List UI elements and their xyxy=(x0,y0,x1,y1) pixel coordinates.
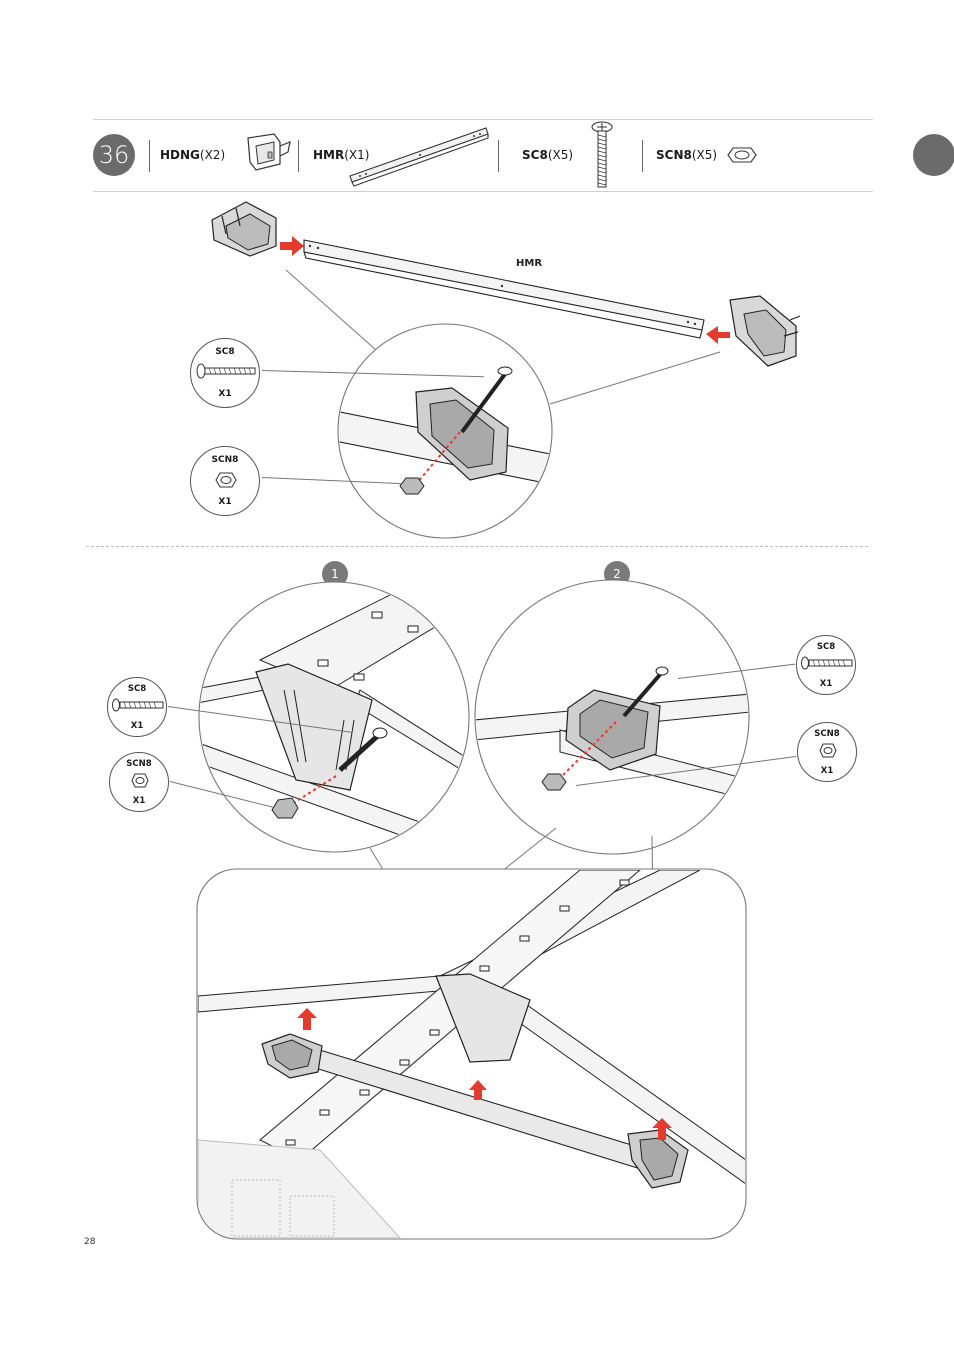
red-arrow-icon xyxy=(706,326,730,344)
callout-name: SC8 xyxy=(127,684,147,694)
callout-sc8: SC8 X1 xyxy=(107,677,167,737)
part-code: HDNG xyxy=(160,148,200,162)
callout-scn8: SCN8 X1 xyxy=(109,752,169,812)
screw-icon xyxy=(591,121,613,188)
page-number: 28 xyxy=(84,1237,96,1247)
red-arrow-icon xyxy=(297,1008,317,1030)
screw-icon xyxy=(112,698,164,712)
callout-qty: X1 xyxy=(132,796,146,806)
bracket-icon xyxy=(247,133,291,171)
callout-scn8: SCN8 X1 xyxy=(190,446,260,516)
callout-qty: X1 xyxy=(130,721,144,731)
callout-qty: X1 xyxy=(218,389,232,399)
nut-icon xyxy=(727,147,757,163)
part-hdng-label: HDNG(X2) xyxy=(160,148,225,162)
section-divider xyxy=(86,546,868,547)
bracket-icon xyxy=(211,201,277,257)
part-qty: (X5) xyxy=(547,148,574,162)
callout-sc8: SC8 X1 xyxy=(190,338,260,408)
nut-icon xyxy=(819,743,837,758)
part-code: SCN8 xyxy=(656,148,692,162)
header-separator xyxy=(498,140,499,172)
part-code: SC8 xyxy=(522,148,548,162)
header-separator xyxy=(149,140,150,172)
header-top-rule xyxy=(93,119,873,120)
callout-name: SCN8 xyxy=(126,759,152,769)
part-qty: (X2) xyxy=(199,148,226,162)
callout-qty: X1 xyxy=(819,679,833,689)
beam-icon xyxy=(349,127,489,187)
callout-qty: X1 xyxy=(218,497,232,507)
screw-icon xyxy=(196,363,256,379)
beam-icon xyxy=(303,239,705,339)
red-arrow-icon xyxy=(469,1080,487,1100)
beam-label: HMR xyxy=(516,258,542,269)
callout-scn8: SCN8 X1 xyxy=(797,722,857,782)
step-number-badge: 36 xyxy=(93,134,135,176)
bracket-icon xyxy=(261,1033,323,1079)
callout-name: SC8 xyxy=(816,642,836,652)
part-code: HMR xyxy=(313,148,345,162)
callout-name: SC8 xyxy=(215,347,235,357)
nut-icon xyxy=(215,472,237,488)
nut-icon xyxy=(399,477,425,495)
header-bottom-rule xyxy=(93,191,873,192)
part-scn8-label: SCN8(X5) xyxy=(656,148,717,162)
next-step-badge-partial xyxy=(913,134,954,176)
part-sc8-label: SC8(X5) xyxy=(522,148,573,162)
bracket-icon xyxy=(627,1129,689,1189)
callout-name: SCN8 xyxy=(814,729,840,739)
red-arrow-icon xyxy=(280,236,304,256)
header-separator xyxy=(642,140,643,172)
red-arrow-icon xyxy=(652,1118,672,1140)
part-hmr-label: HMR(X1) xyxy=(313,148,369,162)
callout-qty: X1 xyxy=(820,766,834,776)
header-separator xyxy=(298,140,299,172)
screw-icon xyxy=(801,656,853,670)
detail-diagrams xyxy=(196,579,750,1240)
callout-sc8: SC8 X1 xyxy=(796,635,856,695)
nut-icon xyxy=(541,773,567,791)
nut-icon xyxy=(131,773,149,788)
top-assembly-diagram: HMR xyxy=(211,201,801,539)
nut-icon xyxy=(271,797,299,819)
part-qty: (X1) xyxy=(344,148,370,162)
bracket-icon xyxy=(729,295,801,367)
callout-name: SCN8 xyxy=(211,455,239,465)
part-qty: (X5) xyxy=(691,148,718,162)
